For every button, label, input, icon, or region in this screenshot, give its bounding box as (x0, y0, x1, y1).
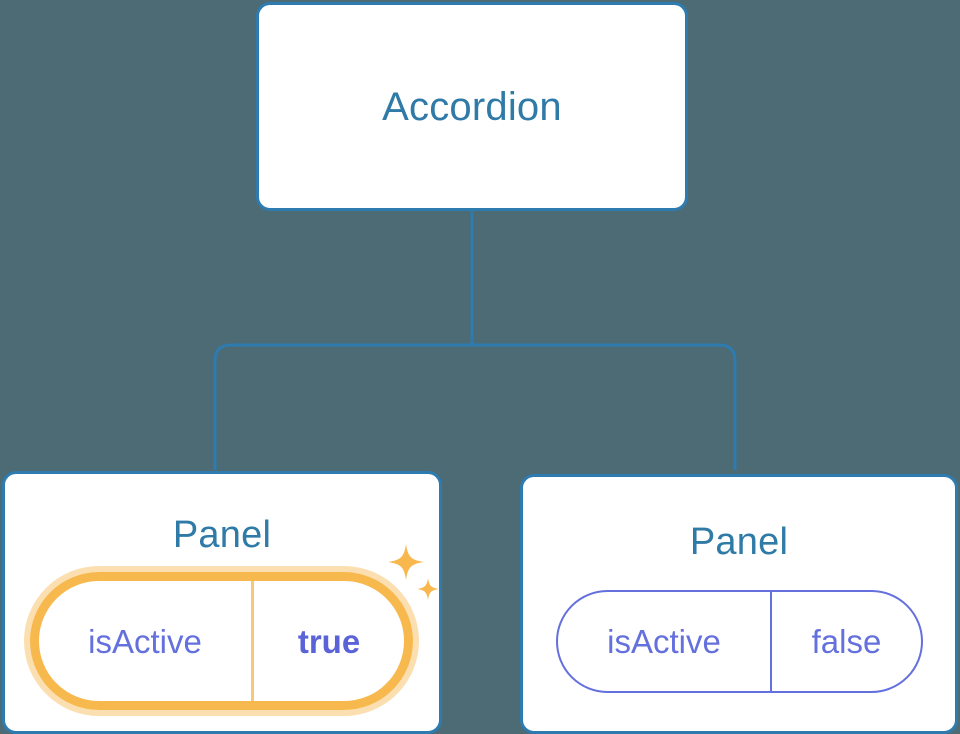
node-panel-right-title: Panel (689, 521, 789, 563)
edge-split-bar (213, 343, 737, 470)
prop-key: isActive (607, 623, 721, 660)
node-accordion-title: Accordion (382, 84, 562, 129)
prop-key: isActive (88, 622, 202, 660)
prop-value: true (297, 622, 361, 660)
prop-pill-isactive-false[interactable]: isActive false (556, 590, 923, 693)
prop-pill-glow (24, 566, 419, 716)
node-panel-left-title: Panel (172, 514, 272, 556)
prop-divider (251, 581, 254, 701)
node-accordion[interactable]: Accordion (256, 2, 688, 211)
prop-divider (770, 592, 772, 691)
prop-value: false (811, 623, 882, 660)
prop-pill-isactive-true[interactable]: isActive true (30, 572, 413, 710)
prop-pill-highlighted-wrapper[interactable]: isActive true (24, 566, 419, 716)
